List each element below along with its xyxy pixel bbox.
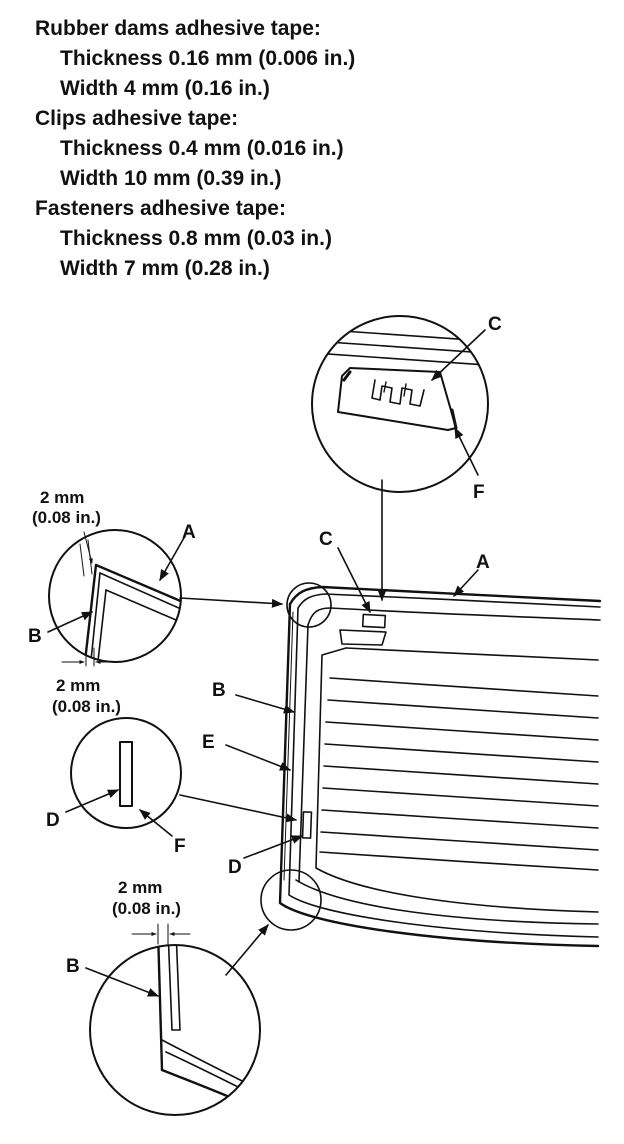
spec-heading-fasteners: Fasteners adhesive tape: (35, 197, 286, 220)
leader-c-main (337, 547, 371, 614)
label-d-main: D (228, 857, 242, 878)
label-a-main: A (476, 552, 490, 573)
label-b-bottom: B (66, 956, 80, 977)
leader-a-main (453, 569, 479, 597)
label-f-top: F (473, 482, 485, 503)
leader-a-left (159, 535, 186, 581)
leader-e-main (225, 744, 292, 771)
detail-clip-circle (311, 315, 489, 493)
detail-corner-circle (48, 529, 182, 663)
detail-callout-top-left-corner (286, 582, 332, 628)
detail-bottom-corner-circle (89, 944, 261, 1116)
leader-f-top (454, 426, 479, 476)
leader-b-left (47, 611, 94, 633)
label-b-left: B (28, 626, 42, 647)
dimension-bottom-value: 2 mm (118, 878, 162, 897)
label-d-mid: D (46, 810, 60, 831)
label-c-main: C (319, 529, 333, 550)
dimension-left-value: 2 mm (56, 676, 100, 695)
label-a-left: A (182, 522, 196, 543)
label-b-main: B (212, 680, 226, 701)
leader-d-main (243, 835, 304, 859)
tape-specifications: Rubber dams adhesive tape: Thickness 0.1… (0, 14, 355, 284)
dimension-left-inches: (0.08 in.) (52, 697, 121, 716)
windshield-glass (278, 585, 602, 948)
leader-f-mid (139, 809, 173, 837)
dimension-top-left-inches: (0.08 in.) (32, 508, 101, 527)
arrow-corner-to-windshield (179, 597, 284, 608)
spec-thickness-clips: Thickness 0.4 mm (0.016 in.) (60, 137, 344, 160)
spec-width-clips: Width 10 mm (0.39 in.) (60, 167, 282, 190)
detail-fastener-circle (70, 717, 182, 829)
leader-d-mid (65, 789, 120, 813)
leader-c-top (431, 329, 486, 381)
spec-width-fasteners: Width 7 mm (0.28 in.) (60, 257, 270, 280)
label-f-mid: F (174, 836, 186, 857)
dimension-bottom-inches: (0.08 in.) (112, 899, 181, 918)
spec-heading-rubber-dams: Rubber dams adhesive tape: (35, 17, 321, 40)
label-c-top: C (488, 314, 502, 335)
leader-b-bottom (85, 967, 160, 997)
arrow-bottom-corner-to-windshield (225, 924, 269, 976)
dimension-top-left-value: 2 mm (40, 488, 84, 507)
leader-b-main (235, 694, 296, 714)
spec-thickness-rubber-dams: Thickness 0.16 mm (0.006 in.) (60, 47, 356, 70)
label-e-main: E (202, 732, 215, 753)
detail-callout-bottom-left-corner (260, 869, 322, 931)
arrow-fastener-to-windshield (179, 794, 298, 823)
spec-thickness-fasteners: Thickness 0.8 mm (0.03 in.) (60, 227, 332, 250)
spec-width-rubber-dams: Width 4 mm (0.16 in.) (60, 77, 270, 100)
spec-heading-clips: Clips adhesive tape: (35, 107, 239, 130)
